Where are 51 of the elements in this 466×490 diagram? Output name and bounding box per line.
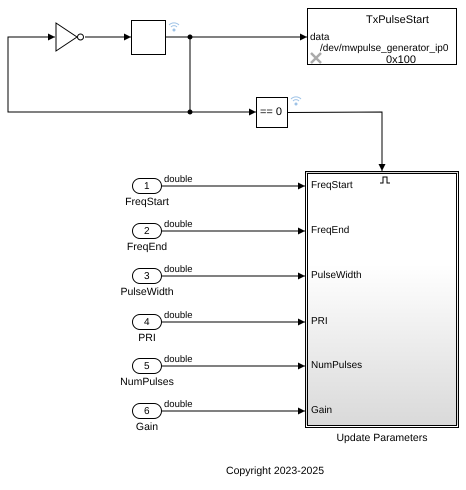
- signal-line: [162, 362, 306, 370]
- edge-label: double: [164, 220, 193, 230]
- inport-block: [132, 178, 162, 194]
- signal-line: [162, 272, 306, 280]
- port-number: 4: [144, 318, 150, 328]
- block-name: Update Parameters: [336, 433, 428, 444]
- port-label: FreqEnd: [311, 226, 350, 236]
- device-write-block: [307, 8, 457, 65]
- signal-line: [162, 318, 306, 326]
- port-number: 5: [144, 362, 150, 372]
- inport-block: [132, 358, 162, 374]
- port-label: PRI: [311, 317, 328, 327]
- block-name: Gain: [136, 422, 158, 432]
- signal-line: [84, 34, 132, 40]
- port-label: PulseWidth: [311, 271, 362, 281]
- block-name: FreqEnd: [126, 242, 168, 252]
- block-name: PRI: [138, 333, 156, 344]
- signal-line: [162, 408, 306, 414]
- port-number: 3: [144, 272, 150, 282]
- not-gate: [55, 22, 85, 52]
- block-name: FreqStart: [125, 197, 169, 208]
- inport-block: [132, 268, 162, 284]
- delay-block: [131, 20, 166, 55]
- block-name: NumPulses: [120, 377, 174, 388]
- port-label: data: [310, 33, 330, 43]
- edge-label: double: [164, 265, 193, 274]
- port-label: NumPulses: [311, 361, 362, 371]
- compare-block: [256, 97, 288, 128]
- copyright-note: Copyright 2023-2025: [226, 466, 324, 476]
- port-number: 1: [144, 182, 150, 192]
- subsystem-block: [305, 171, 459, 428]
- signal-line: [8, 34, 190, 112]
- block-parameter: 0x100: [386, 55, 416, 66]
- signal-line: [162, 182, 306, 190]
- edge-label: double: [164, 311, 193, 320]
- edge-label: double: [164, 355, 193, 364]
- port-number: 2: [144, 227, 150, 237]
- block-name: PulseWidth: [120, 287, 174, 298]
- block-title: TxPulseStart: [366, 15, 429, 26]
- operator-label: == 0: [260, 107, 282, 118]
- port-number: 6: [144, 407, 150, 417]
- signal-line: [162, 228, 306, 234]
- inport-block: [132, 314, 162, 330]
- port-label: FreqStart: [311, 181, 353, 191]
- edge-label: double: [164, 400, 193, 410]
- signal-line: [288, 112, 386, 172]
- port-label: Gain: [311, 406, 332, 416]
- edge-label: double: [164, 175, 193, 184]
- block-parameter: /dev/mwpulse_generator_ip0: [320, 44, 448, 54]
- inport-block: [132, 223, 162, 239]
- inport-block: [132, 403, 162, 419]
